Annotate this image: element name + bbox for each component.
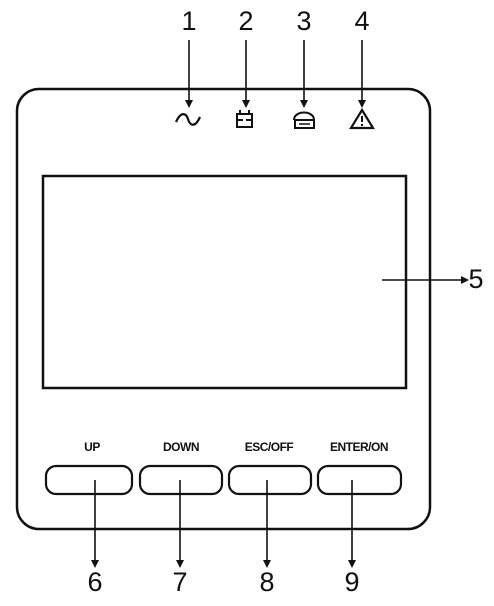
callout-number-7: 7 [172,567,188,597]
ac-line-icon [174,113,202,126]
enter-on-button-label: ENTER/ON [329,440,389,454]
up-button-label: UP [84,440,100,454]
lcd-display [41,174,408,390]
callout-number-6: 6 [87,567,103,597]
enter-on-button[interactable] [316,464,403,496]
warning-icon [349,107,375,130]
bypass-icon [293,111,315,129]
callout-number-1: 1 [181,6,197,36]
callout-number-2: 2 [238,6,254,36]
callout-number-3: 3 [296,6,312,36]
callout-number-4: 4 [354,6,370,36]
esc-off-button[interactable] [227,464,313,496]
callout-number-9: 9 [344,567,360,597]
down-button-label: DOWN [163,440,200,454]
up-button[interactable] [44,464,134,496]
down-button[interactable] [138,464,224,496]
esc-off-button-label: ESC/OFF [244,440,294,454]
battery-icon [236,110,253,128]
panel-outline [15,87,432,531]
callout-number-8: 8 [259,567,275,597]
callout-number-5: 5 [468,264,484,294]
